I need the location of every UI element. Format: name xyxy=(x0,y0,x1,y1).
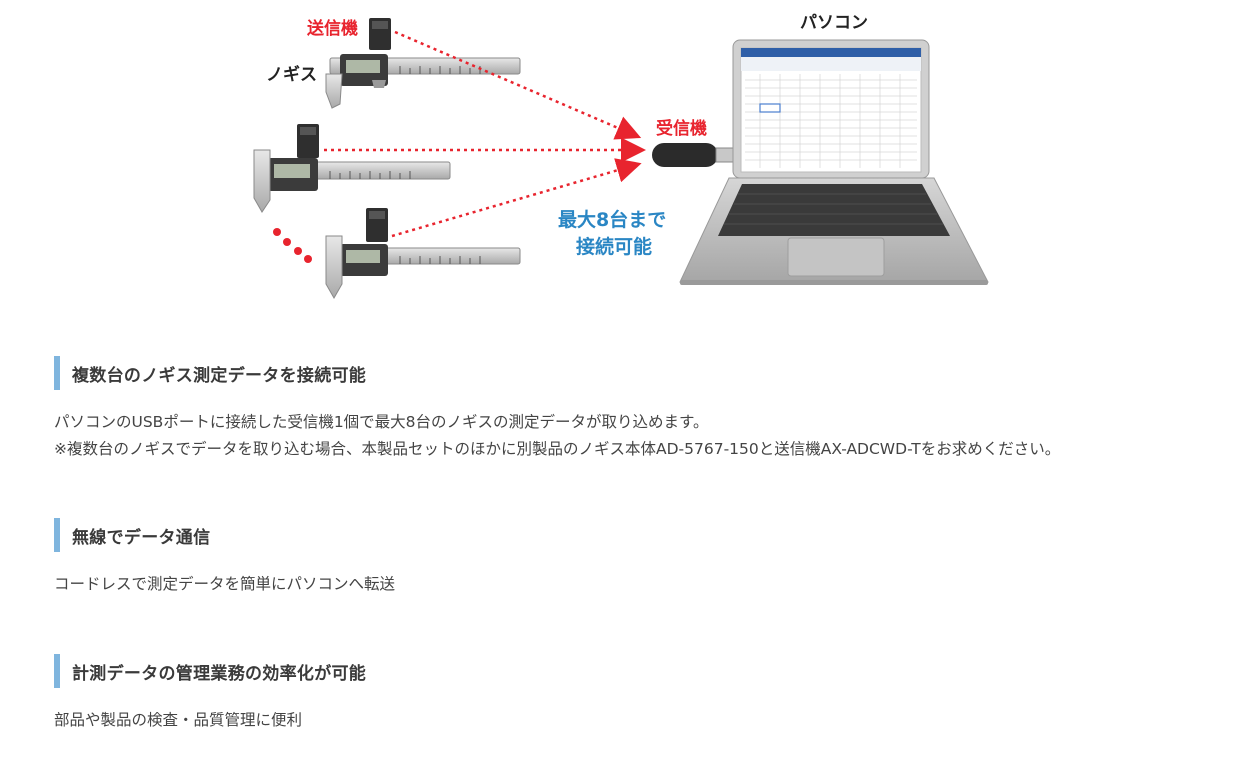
section-multi-caliper: 複数台のノギス測定データを接続可能 パソコンのUSBポートに接続した受信機1個で… xyxy=(54,356,1203,463)
body-text: 部品や製品の検査・品質管理に便利 xyxy=(54,711,303,729)
caliper-label: ノギス xyxy=(266,65,317,85)
section-body: コードレスで測定データを簡単にパソコンへ転送 xyxy=(54,571,1203,598)
section-wireless: 無線でデータ通信 コードレスで測定データを簡単にパソコンへ転送 xyxy=(54,518,1203,598)
caliper-3 xyxy=(325,208,521,300)
section-body: 部品や製品の検査・品質管理に便利 xyxy=(54,707,1203,734)
receiver-label: 受信機 xyxy=(656,118,707,139)
wireless-connection-diagram: 送信機 ノギス 受信機 パソコン 最大8台まで 接続可能 xyxy=(253,13,989,300)
body-text: パソコンのUSBポートに接続した受信機1個で最大8台のノギスの測定データが取り込… xyxy=(54,413,709,431)
transmission-lines xyxy=(324,30,646,238)
section-title: 計測データの管理業務の効率化が可能 xyxy=(72,663,367,684)
more-devices-dots xyxy=(273,228,312,263)
transmitter-label: 送信機 xyxy=(307,18,358,39)
caliper-1 xyxy=(325,18,521,109)
heading-accent-bar xyxy=(54,356,60,390)
laptop xyxy=(679,39,989,285)
section-body: パソコンのUSBポートに接続した受信機1個で最大8台のノギスの測定データが取り込… xyxy=(54,409,1203,463)
heading-accent-bar xyxy=(54,654,60,688)
capacity-label-line2: 接続可能 xyxy=(576,235,652,258)
section-efficiency: 計測データの管理業務の効率化が可能 部品や製品の検査・品質管理に便利 xyxy=(54,654,1203,734)
section-heading: 複数台のノギス測定データを接続可能 xyxy=(54,356,1203,390)
capacity-label-line1: 最大8台まで xyxy=(558,208,666,231)
section-title: 無線でデータ通信 xyxy=(72,527,211,548)
body-text: コードレスで測定データを簡単にパソコンへ転送 xyxy=(54,575,396,593)
section-heading: 無線でデータ通信 xyxy=(54,518,1203,552)
section-heading: 計測データの管理業務の効率化が可能 xyxy=(54,654,1203,688)
body-note: ※複数台のノギスでデータを取り込む場合、本製品セットのほかに別製品のノギス本体A… xyxy=(54,440,1061,458)
caliper-2 xyxy=(253,124,451,213)
section-title: 複数台のノギス測定データを接続可能 xyxy=(72,365,367,386)
heading-accent-bar xyxy=(54,518,60,552)
pc-label: パソコン xyxy=(800,13,868,33)
receiver-dongle xyxy=(652,143,737,167)
